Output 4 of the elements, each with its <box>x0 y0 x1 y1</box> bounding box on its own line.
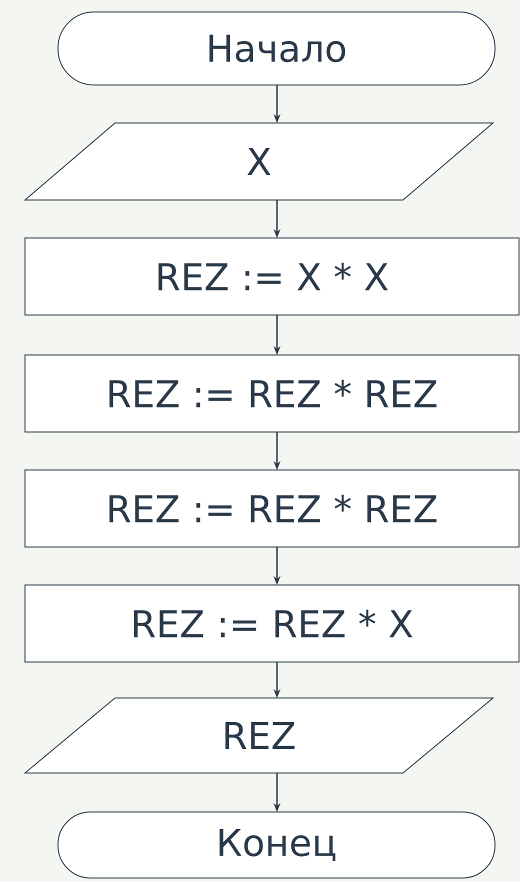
process-box: REZ := REZ * X <box>24 584 520 662</box>
process-box: REZ := REZ * REZ <box>24 354 520 432</box>
process-box: REZ := X * X <box>24 238 520 316</box>
process-box: REZ := REZ * REZ <box>24 470 520 548</box>
